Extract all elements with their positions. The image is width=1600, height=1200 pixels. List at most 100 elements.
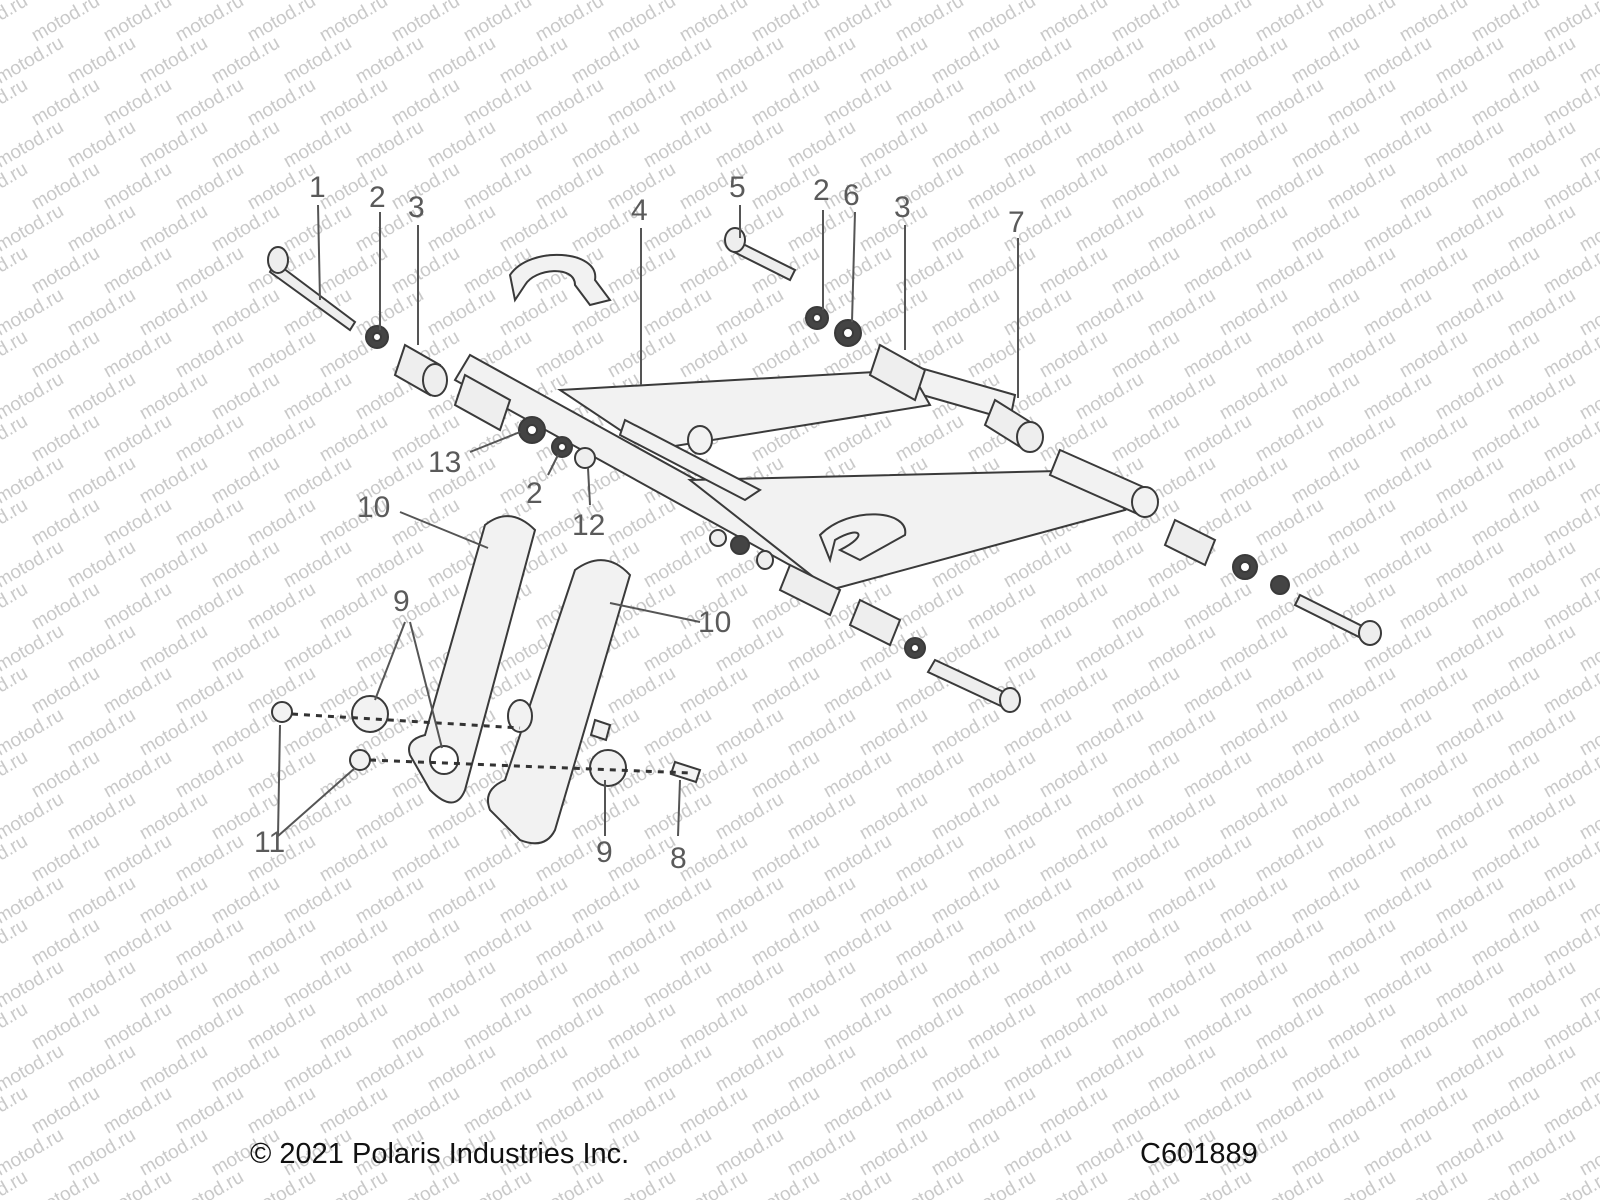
watermark: motod.ru <box>856 33 931 89</box>
watermark: motod.ru <box>1216 33 1291 89</box>
watermark: motod.ru <box>100 75 175 131</box>
watermark: motod.ru <box>1468 495 1543 551</box>
watermark: motod.ru <box>1396 999 1471 1055</box>
watermark: motod.ru <box>244 1167 319 1200</box>
watermark: motod.ru <box>856 117 931 173</box>
watermark: motod.ru <box>1180 243 1255 299</box>
watermark: motod.ru <box>316 411 391 467</box>
watermark: motod.ru <box>172 0 247 46</box>
watermark: motod.ru <box>1324 1083 1399 1139</box>
watermark: motod.ru <box>1396 159 1471 215</box>
watermark: motod.ru <box>748 999 823 1055</box>
watermark: motod.ru <box>208 537 283 593</box>
watermark: motod.ru <box>568 1041 643 1097</box>
watermark: motod.ru <box>172 1083 247 1139</box>
watermark: motod.ru <box>1504 957 1579 1013</box>
watermark: motod.ru <box>1072 705 1147 761</box>
watermark: motod.ru <box>136 705 211 761</box>
watermark: motod.ru <box>100 1083 175 1139</box>
watermark: motod.ru <box>1000 789 1075 845</box>
watermark: motod.ru <box>1432 789 1507 845</box>
watermark: motod.ru <box>0 75 31 131</box>
watermark: motod.ru <box>1432 33 1507 89</box>
watermark: motod.ru <box>136 453 211 509</box>
callout-2: 2 <box>369 181 386 214</box>
watermark: motod.ru <box>28 411 103 467</box>
watermark: motod.ru <box>820 0 895 46</box>
watermark: motod.ru <box>1288 789 1363 845</box>
watermark: motod.ru <box>1432 1125 1507 1181</box>
watermark: motod.ru <box>568 957 643 1013</box>
watermark: motod.ru <box>1036 579 1111 635</box>
watermark: motod.ru <box>1000 537 1075 593</box>
watermark: motod.ru <box>172 411 247 467</box>
watermark: motod.ru <box>1000 285 1075 341</box>
watermark: motod.ru <box>244 327 319 383</box>
watermark: motod.ru <box>244 1083 319 1139</box>
watermark: motod.ru <box>136 1041 211 1097</box>
watermark: motod.ru <box>100 495 175 551</box>
watermark: motod.ru <box>1360 537 1435 593</box>
watermark: motod.ru <box>532 159 607 215</box>
watermark: motod.ru <box>1000 1125 1075 1181</box>
watermark: motod.ru <box>424 957 499 1013</box>
watermark: motod.ru <box>676 999 751 1055</box>
watermark: motod.ru <box>1288 33 1363 89</box>
watermark: motod.ru <box>64 873 139 929</box>
watermark: motod.ru <box>208 285 283 341</box>
watermark: motod.ru <box>532 1083 607 1139</box>
watermark: motod.ru <box>1468 579 1543 635</box>
watermark: motod.ru <box>1288 705 1363 761</box>
watermark: motod.ru <box>388 0 463 46</box>
watermark: motod.ru <box>1324 243 1399 299</box>
watermark: motod.ru <box>28 831 103 887</box>
watermark: motod.ru <box>1144 117 1219 173</box>
watermark: motod.ru <box>1324 663 1399 719</box>
watermark: motod.ru <box>1324 75 1399 131</box>
watermark: motod.ru <box>0 0 31 46</box>
watermark: motod.ru <box>172 831 247 887</box>
watermark: motod.ru <box>496 33 571 89</box>
watermark: motod.ru <box>352 537 427 593</box>
watermark: motod.ru <box>1468 243 1543 299</box>
watermark: motod.ru <box>1072 285 1147 341</box>
watermark: motod.ru <box>1360 33 1435 89</box>
watermark: motod.ru <box>1036 159 1111 215</box>
watermark: motod.ru <box>1396 495 1471 551</box>
watermark: motod.ru <box>748 75 823 131</box>
callout-1: 1 <box>309 171 326 204</box>
watermark: motod.ru <box>784 705 859 761</box>
watermark: motod.ru <box>1108 915 1183 971</box>
watermark: motod.ru <box>1432 705 1507 761</box>
watermark: motod.ru <box>1288 117 1363 173</box>
watermark: motod.ru <box>1036 243 1111 299</box>
watermark: motod.ru <box>1504 1125 1579 1181</box>
watermark: motod.ru <box>892 1167 967 1200</box>
watermark: motod.ru <box>1180 0 1255 46</box>
watermark: motod.ru <box>64 1125 139 1181</box>
watermark: motod.ru <box>352 957 427 1013</box>
watermark: motod.ru <box>352 789 427 845</box>
watermark: motod.ru <box>1360 1125 1435 1181</box>
watermark: motod.ru <box>28 243 103 299</box>
watermark: motod.ru <box>1252 1167 1327 1200</box>
watermark: motod.ru <box>28 495 103 551</box>
watermark: motod.ru <box>172 999 247 1055</box>
watermark: motod.ru <box>604 1083 679 1139</box>
watermark: motod.ru <box>1180 1167 1255 1200</box>
watermark: motod.ru <box>1324 1167 1399 1200</box>
watermark: motod.ru <box>928 957 1003 1013</box>
watermark: motod.ru <box>460 1083 535 1139</box>
watermark: motod.ru <box>1324 999 1399 1055</box>
watermark: motod.ru <box>1396 327 1471 383</box>
watermark: motod.ru <box>1324 411 1399 467</box>
watermark: motod.ru <box>964 1167 1039 1200</box>
watermark: motod.ru <box>568 873 643 929</box>
watermark: motod.ru <box>280 957 355 1013</box>
watermark: motod.ru <box>676 327 751 383</box>
watermark: motod.ru <box>1252 831 1327 887</box>
watermark: motod.ru <box>1252 747 1327 803</box>
watermark: motod.ru <box>1468 831 1543 887</box>
watermark: motod.ru <box>1468 0 1543 46</box>
watermark: motod.ru <box>892 243 967 299</box>
